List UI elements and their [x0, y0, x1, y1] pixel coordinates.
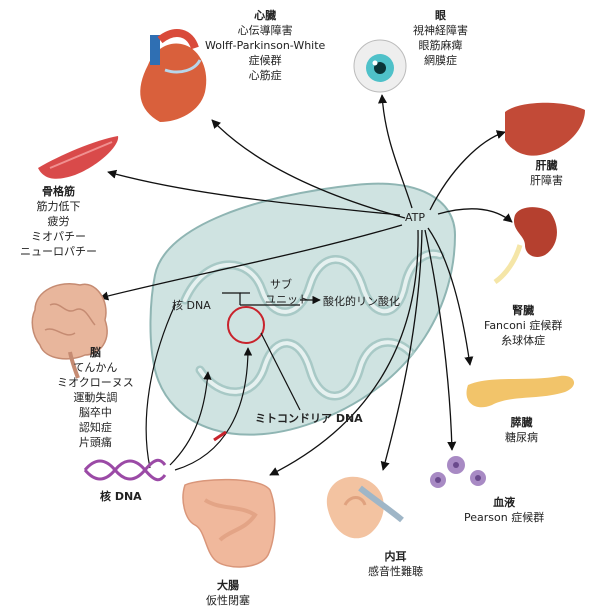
heart-title: 心臓 [254, 9, 277, 22]
muscle-line: 疲労 [47, 215, 70, 228]
ear-line: 感音性難聴 [368, 565, 423, 578]
eye-line: 眼筋麻痺 [418, 39, 463, 52]
muscle-line: 筋力低下 [36, 200, 81, 213]
muscle-icon [38, 136, 119, 179]
heart-line: Wolff-Parkinson-White [205, 39, 326, 52]
eye-icon [353, 39, 407, 93]
heart-line: 心筋症 [248, 69, 282, 82]
nuclear-dna-mito-label: 核 DNA [172, 299, 211, 312]
colon-title: 大腸 [217, 579, 239, 592]
nucleus-dna-label: 核 DNA [100, 490, 142, 503]
ear-icon [326, 476, 404, 539]
arrow-to-colon [269, 229, 419, 476]
label-muscle: 骨格筋 筋力低下 疲労 ミオパチー ニューロパチー [20, 184, 97, 259]
heart-line: 心伝導障害 [237, 24, 293, 37]
label-brain: 脳 てんかん ミオクローヌス 運動失調 脳卒中 認知症 片頭痛 [57, 345, 134, 450]
label-heart: 心臓 心伝導障害 Wolff-Parkinson-White 症候群 心筋症 [205, 8, 325, 83]
arrow-to-eye [378, 94, 413, 209]
kidney-icon [493, 207, 557, 285]
kidney-line: Fanconi 症候群 [484, 319, 563, 332]
colon-line: 仮性閉塞 [206, 594, 250, 607]
eye-line: 視神経障害 [413, 24, 468, 37]
muscle-line: ニューロパチー [20, 245, 97, 258]
brain-line: 脳卒中 [78, 406, 112, 419]
brain-title: 脳 [89, 346, 101, 359]
arrow-to-pancreas [427, 227, 474, 366]
brain-line: 運動失調 [73, 391, 118, 404]
blood-cells-icon [430, 456, 486, 488]
kidney-line: 糸球体症 [501, 334, 546, 347]
label-blood: 血液 Pearson 症候群 [464, 495, 544, 525]
label-pancreas: 膵臓 糖尿病 [505, 415, 538, 445]
muscle-line: ミオパチー [31, 230, 86, 243]
brain-line: ミオクローヌス [57, 376, 134, 389]
pancreas-title: 膵臓 [510, 416, 533, 429]
label-colon: 大腸 仮性閉塞 [206, 578, 250, 608]
muscle-title: 骨格筋 [42, 185, 75, 198]
eye-title: 眼 [435, 9, 446, 22]
liver-line: 肝障害 [530, 174, 563, 187]
heart-icon [140, 29, 207, 122]
arrow-to-liver [429, 130, 506, 211]
label-kidney: 腎臓 Fanconi 症候群 糸球体症 [484, 303, 562, 348]
arrow-to-brain [99, 224, 403, 301]
pancreas-line: 糖尿病 [505, 431, 538, 444]
arrow-to-blood [424, 229, 457, 451]
mtdna-label: ミトコンドリア DNA [255, 412, 363, 425]
label-eye: 眼 視神経障害 眼筋麻痺 網膜症 [413, 8, 468, 68]
atp-label: ATP [405, 211, 426, 224]
liver-icon [505, 102, 585, 156]
heart-line: 症候群 [248, 54, 282, 67]
colon-icon [182, 478, 276, 568]
nuclear-arrows [145, 304, 253, 471]
eye-line: 網膜症 [424, 54, 457, 67]
brain-line: 片頭痛 [78, 436, 112, 449]
pancreas-icon [466, 375, 575, 408]
mitochondrion [149, 182, 457, 436]
oxphos-label: 酸化的リン酸化 [323, 295, 400, 308]
atp-arrows [99, 94, 513, 476]
arrow-to-ear [380, 229, 423, 471]
brain-line: 認知症 [78, 421, 112, 434]
blood-title: 血液 [493, 496, 516, 509]
brain-line: てんかん [73, 361, 118, 374]
arrow-to-muscle [107, 169, 401, 216]
label-liver: 肝臓 肝障害 [530, 158, 563, 188]
label-ear: 内耳 感音性難聴 [368, 549, 423, 579]
blood-line: Pearson 症候群 [464, 511, 545, 524]
brain-icon [31, 283, 108, 379]
dna-helix-icon [83, 458, 167, 482]
subunit-label-line2: ユニット [265, 293, 309, 306]
blocked-mark [213, 430, 227, 442]
oxphos-pathway [222, 292, 321, 411]
arrow-to-heart [211, 119, 406, 219]
kidney-title: 腎臓 [512, 304, 535, 317]
arrow-to-kidney [437, 208, 513, 223]
liver-title: 肝臓 [535, 159, 558, 172]
ear-title: 内耳 [384, 550, 407, 563]
mtdna-ring [227, 306, 265, 344]
subunit-label-line1: サブ [270, 278, 292, 291]
